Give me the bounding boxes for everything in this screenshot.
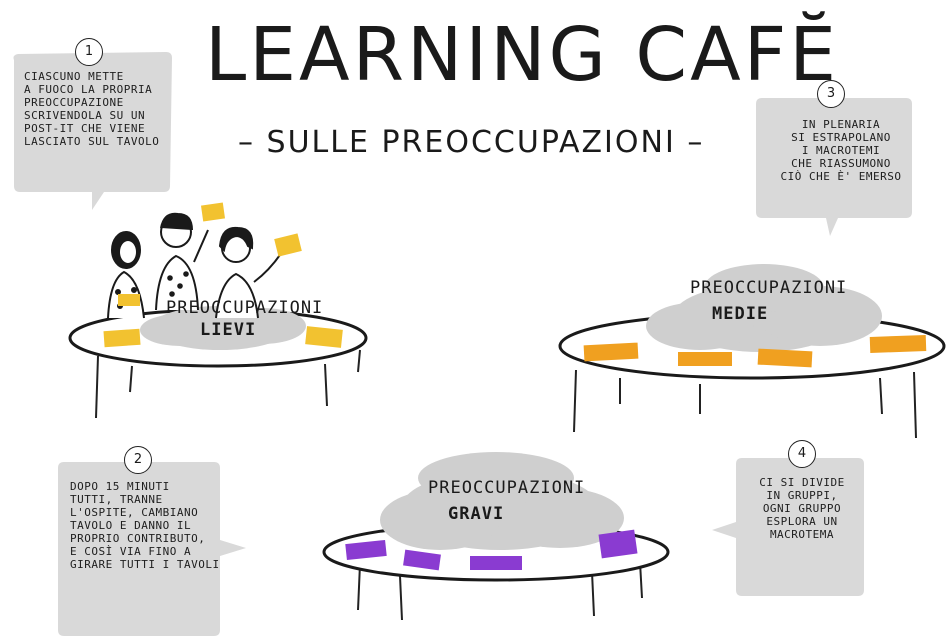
postit (757, 348, 813, 368)
step-text-4: CI SI DIVIDE IN GRUPPI, OGNI GRUPPO ESPL… (759, 476, 845, 541)
step-number-4: 4 (788, 440, 816, 468)
table-level-lievi: LIEVI (200, 320, 257, 340)
speech-bubble-2 (58, 462, 246, 636)
postit (470, 556, 522, 570)
table-level-medie: MEDIE (712, 304, 769, 324)
postit (678, 352, 732, 366)
postit (598, 529, 638, 559)
postit (583, 342, 639, 362)
table-label-medie: PREOCCUPAZIONI (690, 278, 848, 298)
step-text-1: CIASCUNO METTE A FUOCO LA PROPRIA PREOCC… (24, 70, 160, 148)
table-label-lievi: PREOCCUPAZIONI (166, 298, 324, 318)
postit (345, 539, 387, 561)
postit (869, 335, 927, 353)
table-medie (558, 264, 946, 439)
postit (305, 326, 343, 348)
speech-bubble-4 (712, 458, 864, 596)
step-text-3: IN PLENARIA SI ESTRAPOLANO I MACROTEMI C… (780, 118, 902, 183)
postit (403, 549, 441, 571)
step-number-2: 2 (124, 446, 152, 474)
table-lievi (68, 306, 368, 419)
postit (103, 328, 141, 348)
speech-bubble-1 (13, 52, 172, 210)
people-illustration (107, 202, 302, 319)
page-title: LEARNING CAFĔ (205, 12, 840, 98)
table-gravi (322, 452, 670, 621)
table-level-gravi: GRAVI (448, 504, 505, 524)
step-number-3: 3 (817, 80, 845, 108)
page-subtitle: – SULLE PREOCCUPAZIONI – (238, 125, 705, 160)
speech-bubble-3 (756, 98, 912, 236)
step-number-1: 1 (75, 38, 103, 66)
step-text-2: DOPO 15 MINUTI TUTTI, TRANNE L'OSPITE, C… (70, 480, 220, 571)
table-label-gravi: PREOCCUPAZIONI (428, 478, 586, 498)
